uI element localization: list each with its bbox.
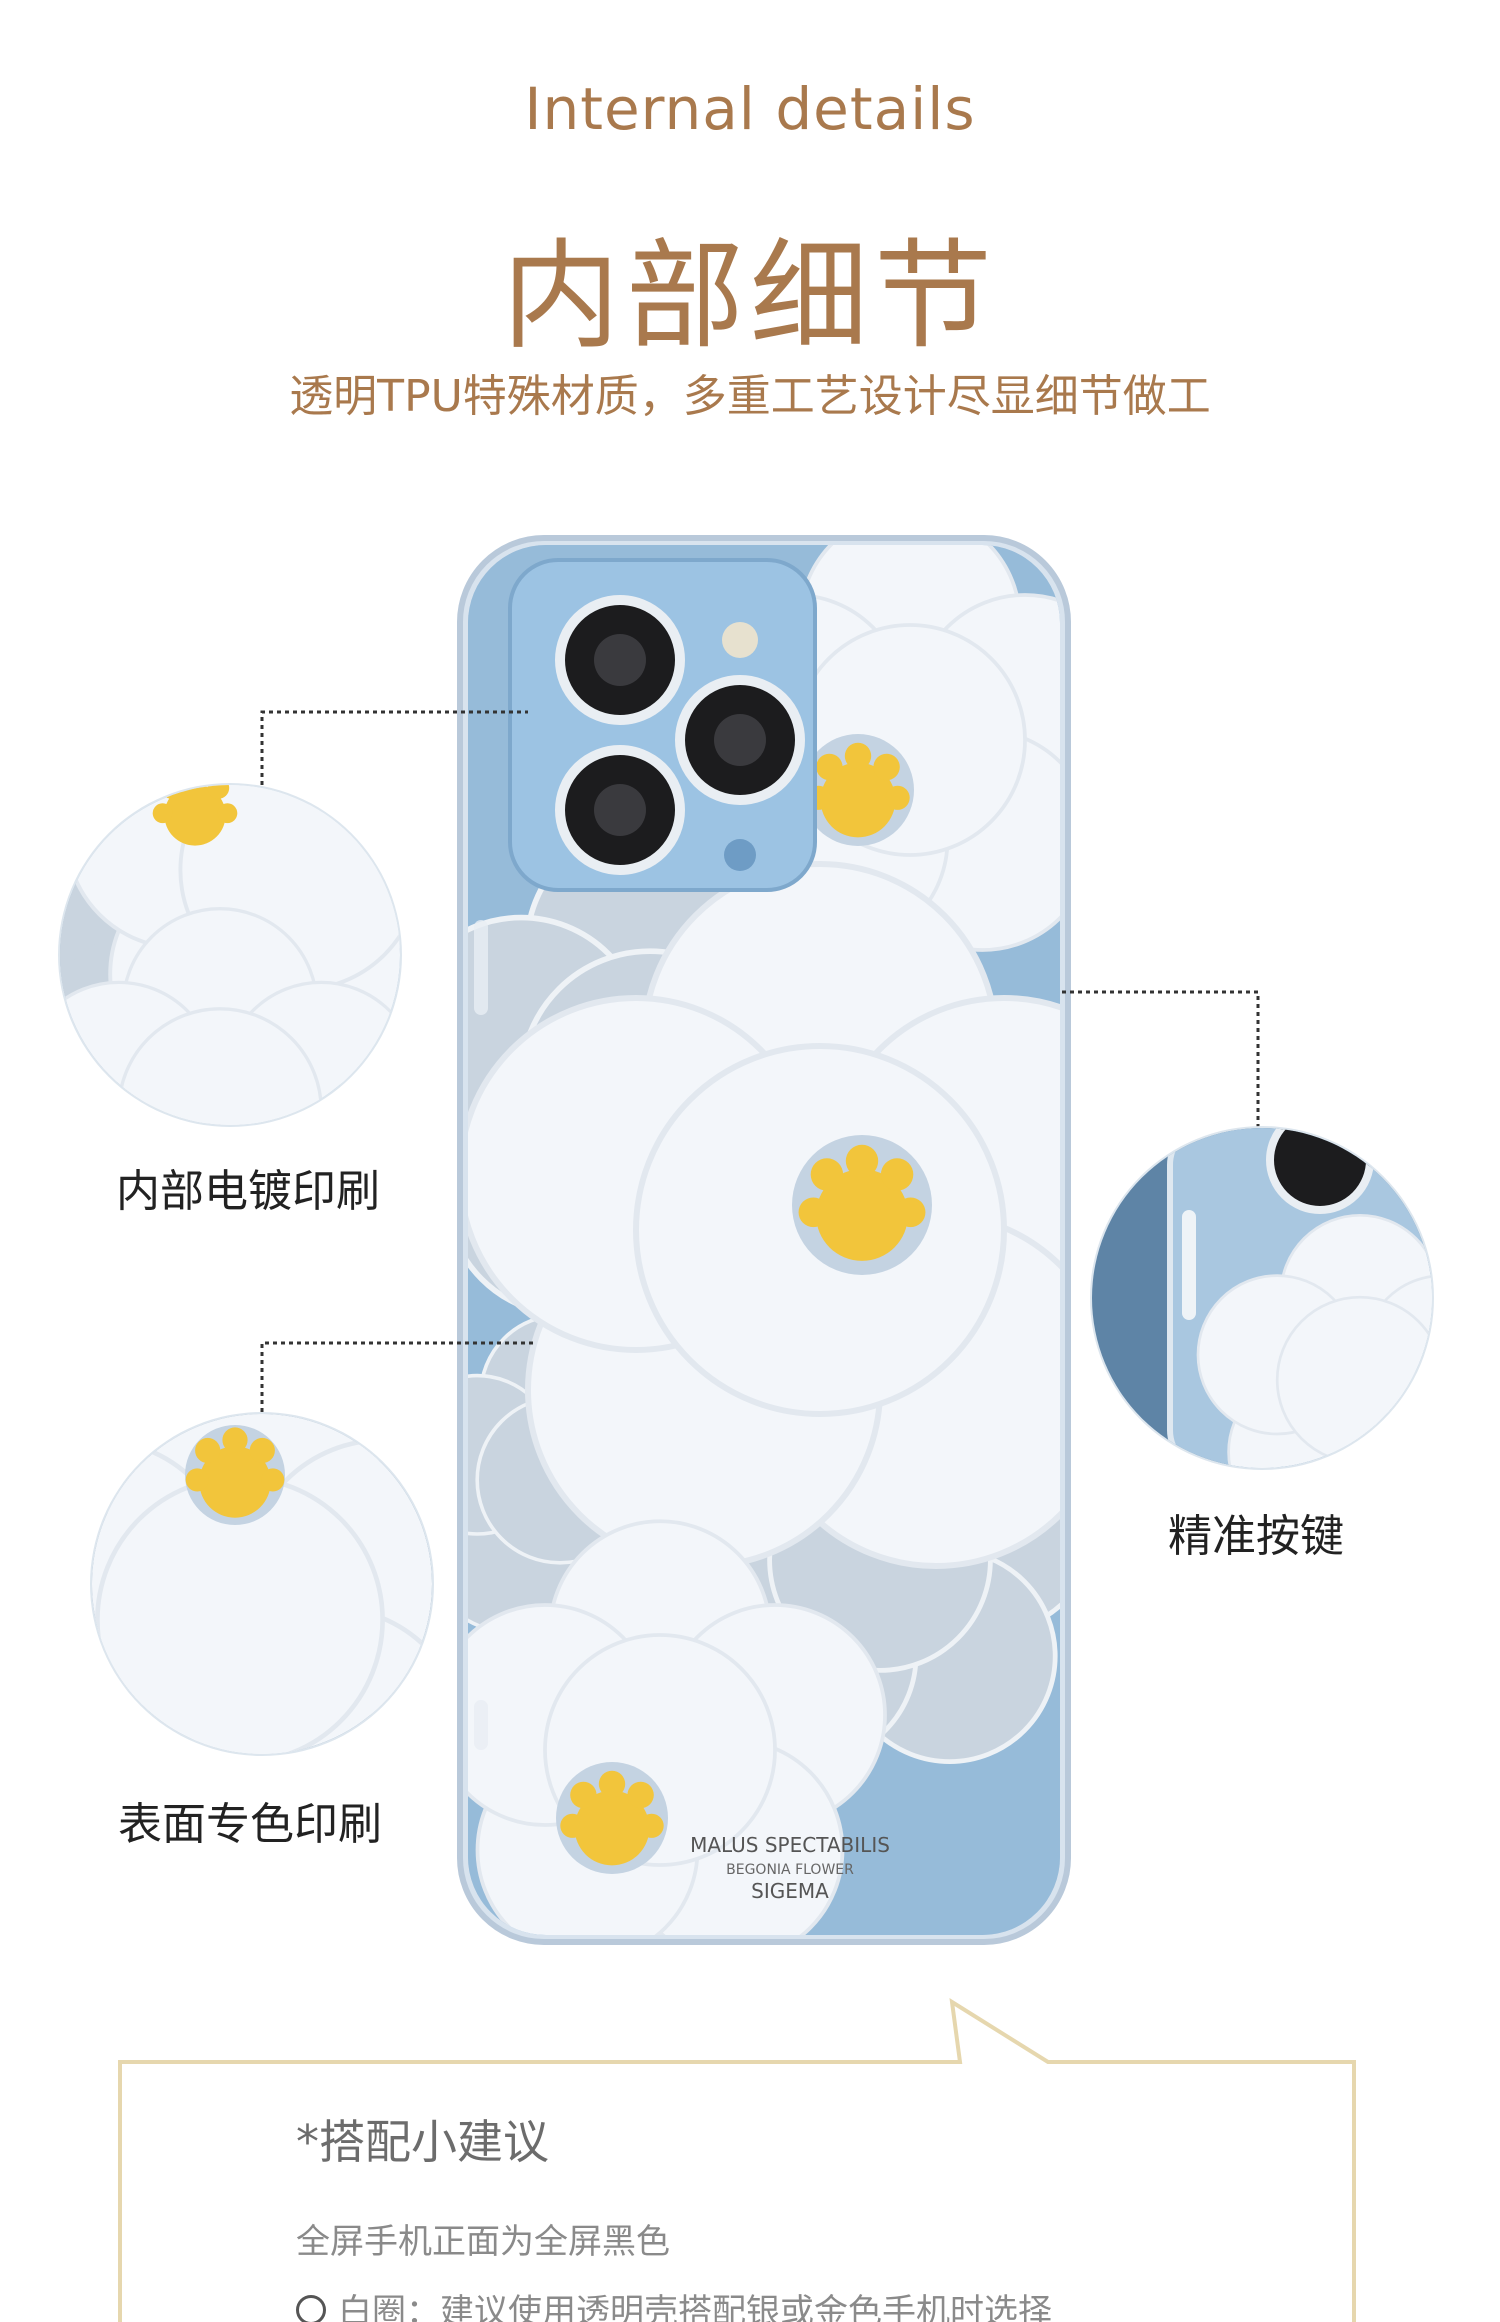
tip-title: *搭配小建议 <box>296 2115 549 2169</box>
tip-box-frame <box>118 1998 1356 2322</box>
zoom-circle-spot-color <box>90 1412 434 1756</box>
zoom-circle-plating <box>58 783 402 1127</box>
case-brand-subtext: BEGONIA FLOWER <box>726 1862 854 1878</box>
callout-label-plating: 内部电镀印刷 <box>116 1166 380 1217</box>
callout-leaders <box>260 710 1260 1412</box>
tip-line: 全屏手机正面为全屏黑色 <box>296 2222 670 2262</box>
radio-ring-icon[interactable] <box>296 2295 326 2322</box>
tip-option-white-ring[interactable]: 白圈：建议使用透明壳搭配银或金色手机时选择 <box>296 2284 1052 2322</box>
case-brand-text: MALUS SPECTABILIS <box>690 1833 890 1857</box>
callout-label-buttons: 精准按键 <box>1168 1511 1344 1562</box>
tip-option-label: 白圈：建议使用透明壳搭配银或金色手机时选择 <box>338 2292 1052 2322</box>
callout-label-spot-color: 表面专色印刷 <box>118 1799 382 1850</box>
phone-case: MALUS SPECTABILIS BEGONIA FLOWER SIGEMA <box>457 535 1071 1945</box>
zoom-circle-buttons <box>1090 1126 1434 1470</box>
case-brand-name: SIGEMA <box>751 1879 829 1903</box>
section-title-cn: 内部细节 <box>501 227 998 365</box>
section-title-en: Internal details <box>524 75 976 143</box>
section-subtitle: 透明TPU特殊材质，多重工艺设计尽显细节做工 <box>289 371 1211 422</box>
